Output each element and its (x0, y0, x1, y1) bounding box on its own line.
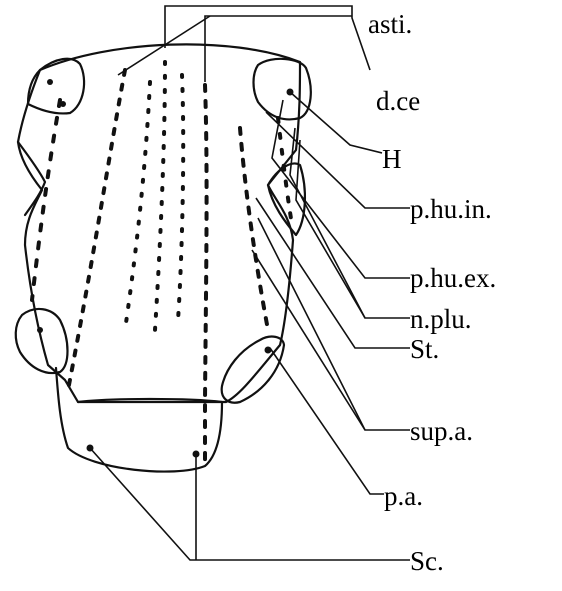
left-humeral-dot-2 (60, 101, 66, 107)
leader-asti-inner (205, 16, 352, 82)
label-n-plu: n.plu. (410, 304, 472, 334)
right-humeral-callus (254, 59, 311, 120)
label-asti: asti. (368, 9, 412, 39)
left-humeral-lobe (28, 59, 84, 114)
label-p-hu-in: p.hu.in. (410, 194, 492, 224)
left-humeral-dot (47, 79, 53, 85)
leader-H (290, 92, 382, 153)
label-p-a: p.a. (384, 481, 423, 511)
thorax-outline (18, 44, 300, 402)
leader-Sc-left (90, 448, 410, 560)
dorsocentral-row-right (205, 85, 207, 468)
label-St: St. (410, 334, 439, 364)
leader-sup-a (258, 218, 410, 430)
leader-n-plu-2 (296, 140, 365, 318)
leader-St (256, 198, 410, 348)
label-Sc: Sc. (410, 546, 444, 576)
label-d-ce: d.ce (376, 86, 420, 116)
acrostichal-row-right (178, 75, 183, 320)
label-H: H (382, 144, 402, 174)
label-sup-a: sup.a. (410, 416, 473, 446)
acrostichal-row-left (125, 82, 150, 330)
left-postalar-dot (37, 327, 43, 333)
dorsocentral-row-left (68, 70, 125, 390)
label-p-hu-ex: p.hu.ex. (410, 263, 496, 293)
acrostichal-row-mid (155, 62, 165, 330)
left-side-notch (18, 142, 45, 215)
right-postalar-callus (222, 337, 284, 403)
